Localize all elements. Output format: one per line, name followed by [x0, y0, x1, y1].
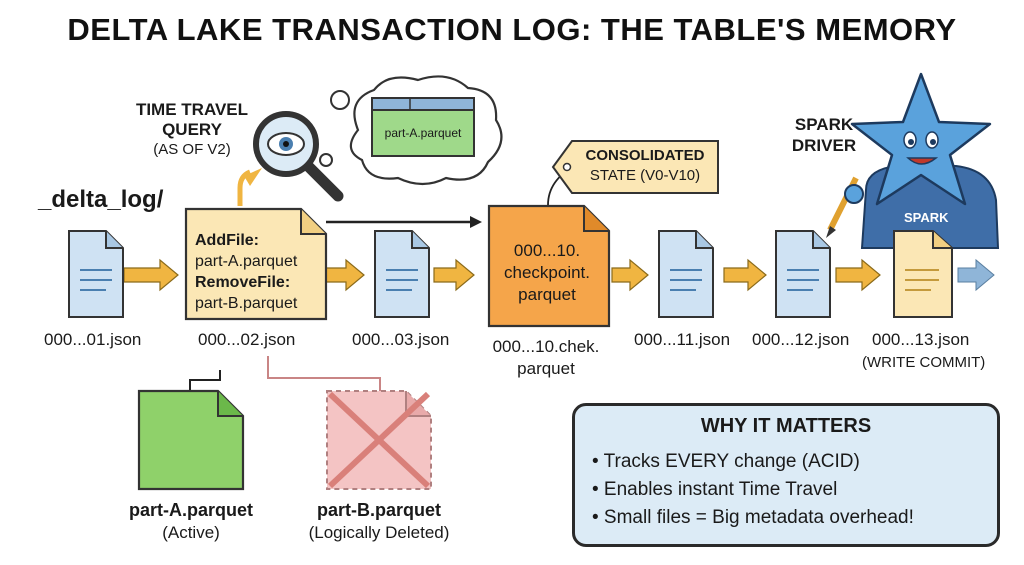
magnifier-icon: [253, 111, 344, 202]
checkpoint-card[interactable]: [486, 203, 612, 329]
why-item: • Small files = Big metadata overhead!: [592, 507, 914, 528]
file-label-01: 000...01.json: [44, 330, 142, 349]
spark-driver-line-2: DRIVER: [791, 136, 857, 155]
checkpoint-line-3: parquet: [518, 285, 576, 304]
spark-driver-line-1: SPARK: [794, 115, 854, 134]
checkpoint-content: 000...10. checkpoint. parquet: [486, 240, 608, 306]
why-it-matters-panel: [572, 403, 1000, 547]
commit-02-addfile-value: part-A.parquet: [195, 253, 298, 270]
checkpoint-line-1: 000...10.: [513, 241, 581, 260]
doc-icon-13[interactable]: [891, 228, 955, 320]
why-item: • Enables instant Time Travel: [592, 479, 838, 500]
doc-icon-03[interactable]: [372, 228, 432, 320]
part-a-name: part-A.parquet: [128, 500, 253, 520]
part-b-name: part-B.parquet: [316, 500, 441, 520]
arrow-1-2: [123, 258, 179, 292]
file-label-12: 000...12.json: [752, 330, 850, 349]
time-travel-label: TIME TRAVEL QUERY (AS OF V2): [126, 100, 258, 160]
time-travel-line-3: (AS OF V2): [153, 141, 231, 158]
checkpoint-line-2: checkpoint.: [504, 263, 590, 282]
file-label-10-line-1: 000...10.chek.: [492, 337, 600, 356]
part-a-status: (Active): [162, 523, 220, 542]
spark-driver-label: SPARK DRIVER: [784, 114, 864, 156]
arrow-11-12: [723, 258, 767, 292]
doc-icon-11[interactable]: [656, 228, 716, 320]
time-travel-arrow-head: [244, 168, 262, 186]
arrow-12-13: [835, 258, 881, 292]
part-b-connector: [267, 356, 381, 392]
doc-icon-12[interactable]: [773, 228, 833, 320]
consolidated-tag: [551, 140, 719, 194]
thought-table-icon: [371, 97, 475, 157]
commit-02-card[interactable]: [183, 206, 329, 322]
consolidated-label: CONSOLIDATED STATE (V0-V10): [574, 146, 716, 186]
part-b-status: (Logically Deleted): [308, 523, 450, 542]
part-a-file-icon[interactable]: [136, 388, 246, 492]
time-travel-arrow: [237, 169, 252, 206]
commit-02-content: AddFile: part-A.parquet RemoveFile: part…: [195, 230, 297, 314]
consolidated-line-1: CONSOLIDATED: [585, 147, 705, 164]
spark-star-mascot-icon: [826, 72, 1000, 249]
spark-shirt-label: SPARK: [904, 210, 949, 225]
page-title: DELTA LAKE TRANSACTION LOG: THE TABLE'S …: [67, 12, 957, 47]
arrow-13-out: [957, 258, 995, 292]
file-label-11: 000...11.json: [634, 330, 731, 349]
part-a-connector: [189, 370, 221, 392]
commit2-to-checkpoint-head: [470, 216, 482, 228]
why-item: • Tracks EVERY change (ACID): [592, 451, 860, 472]
time-travel-line-2: QUERY: [162, 120, 222, 139]
file-label-02: 000...02.json: [198, 330, 296, 349]
flow-arrows: [123, 258, 881, 292]
commit-02-removefile-value: part-B.parquet: [195, 295, 298, 312]
thought-file-label: part-A.parquet: [384, 126, 462, 140]
part-b-file-icon[interactable]: [324, 388, 434, 492]
file-label-03: 000...03.json: [352, 330, 450, 349]
doc-icon-01[interactable]: [66, 228, 126, 320]
file-label-10-line-2: parquet: [517, 359, 575, 378]
file-label-10: 000...10.chek. parquet: [478, 336, 614, 380]
commit-02-removefile-label: RemoveFile:: [195, 274, 291, 291]
write-commit-label: (WRITE COMMIT): [862, 354, 986, 371]
why-list: • Tracks EVERY change (ACID) • Enables i…: [592, 448, 914, 532]
commit-02-addfile-label: AddFile:: [195, 232, 259, 249]
delta-log-folder-label: _delta_log/: [38, 186, 164, 213]
file-label-13: 000...13.json: [872, 330, 970, 349]
why-heading: WHY IT MATTERS: [700, 415, 872, 437]
arrow-3-10: [433, 258, 475, 292]
consolidated-line-2: STATE (V0-V10): [589, 167, 701, 184]
arrow-10-11: [611, 258, 649, 292]
arrow-2-3: [325, 258, 365, 292]
time-travel-line-1: TIME TRAVEL: [135, 100, 249, 119]
